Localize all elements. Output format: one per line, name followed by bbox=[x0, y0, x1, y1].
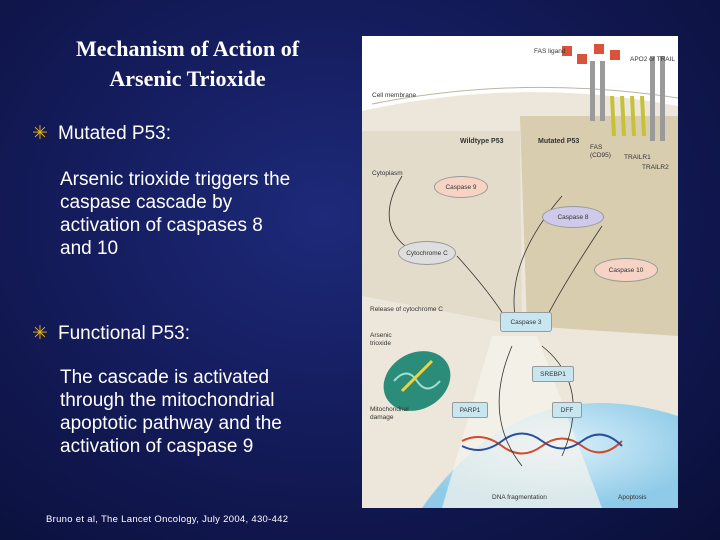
bullet-heading: Mutated P53: bbox=[58, 122, 172, 144]
label-apo2: APO2 or TRAIL bbox=[630, 56, 676, 63]
slide-title: Mechanism of Action of Arsenic Trioxide bbox=[40, 34, 335, 94]
label-mutated: Mutated P53 bbox=[538, 138, 580, 145]
label-cell-membrane: Cell membrane bbox=[372, 92, 417, 99]
label-dna-fragmentation: DNA fragmentation bbox=[492, 494, 547, 501]
label-apoptosis: Apoptosis bbox=[618, 494, 647, 501]
body-line: through the mitochondrial bbox=[60, 390, 275, 411]
cytochrome-c-node: Cytochrome C bbox=[398, 241, 456, 265]
bullet-body-mutated: Arsenic trioxide triggers the caspase ca… bbox=[60, 168, 345, 260]
label-trailr2: TRAILR2 bbox=[642, 164, 669, 171]
asterisk-bullet-icon: ✳ bbox=[32, 123, 48, 144]
bullet-functional-p53: ✳ Functional P53: bbox=[32, 322, 190, 345]
label-trioxide: trioxide bbox=[370, 340, 391, 347]
caspase-3-node: Caspase 3 bbox=[500, 312, 552, 332]
body-line: and 10 bbox=[60, 238, 119, 259]
srebp1-node: SREBP1 bbox=[532, 366, 574, 382]
bullet-heading: Functional P53: bbox=[58, 322, 191, 344]
label-fas-ligand: FAS ligand bbox=[534, 48, 566, 55]
caspase-9-node: Caspase 9 bbox=[434, 176, 488, 198]
asterisk-bullet-icon: ✳ bbox=[32, 323, 48, 344]
caspase-10-node: Caspase 10 bbox=[594, 258, 658, 282]
diagram-background bbox=[362, 36, 678, 508]
body-line: apoptotic pathway and the bbox=[60, 413, 282, 434]
bullet-mutated-p53: ✳ Mutated P53: bbox=[32, 122, 171, 145]
dff-node: DFF bbox=[552, 402, 582, 418]
label-mito-damage-2: damage bbox=[370, 414, 394, 421]
citation: Bruno et al, The Lancet Oncology, July 2… bbox=[46, 514, 289, 525]
caspase-8-node: Caspase 8 bbox=[542, 206, 604, 228]
label-arsenic: Arsenic bbox=[370, 332, 392, 339]
label-cd95: (CD95) bbox=[590, 152, 611, 159]
parp1-node: PARP1 bbox=[452, 402, 488, 418]
body-line: activation of caspases 8 bbox=[60, 215, 263, 236]
body-line: activation of caspase 9 bbox=[60, 436, 254, 457]
label-trailr1: TRAILR1 bbox=[624, 154, 651, 161]
apoptosis-diagram: FAS ligand APO2 or TRAIL Cell membrane W… bbox=[362, 36, 678, 508]
body-line: caspase cascade by bbox=[60, 192, 233, 213]
label-wildtype: Wildtype P53 bbox=[460, 138, 504, 145]
label-fas: FAS bbox=[590, 144, 603, 151]
title-line-1: Mechanism of Action of bbox=[75, 36, 300, 61]
label-mito-damage-1: Mitochondrial bbox=[370, 406, 409, 413]
body-line: The cascade is activated bbox=[60, 367, 270, 388]
title-line-2: Arsenic Trioxide bbox=[109, 66, 266, 91]
bullet-body-functional: The cascade is activated through the mit… bbox=[60, 366, 345, 458]
label-release: Release of cytochrome C bbox=[370, 306, 443, 313]
body-line: Arsenic trioxide triggers the bbox=[60, 169, 291, 190]
label-cytoplasm: Cytoplasm bbox=[372, 170, 403, 177]
